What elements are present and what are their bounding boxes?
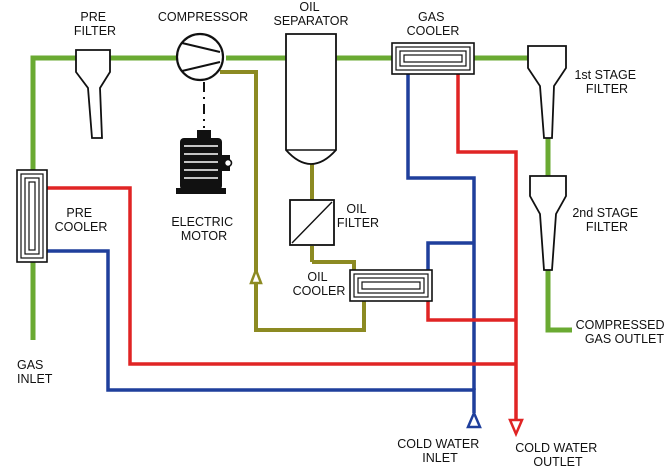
cold-water-outlet-arrow: [508, 418, 524, 438]
compressor-label: COMPRESSOR: [158, 10, 248, 24]
compressed-gas-outlet-label: COMPRESSED GAS OUTLET: [576, 318, 668, 346]
second-stage-filter-label: 2nd STAGE FILTER: [572, 206, 641, 234]
oil-cooler-label: OIL COOLER: [293, 270, 346, 298]
oil-flow-arrow: [249, 266, 263, 285]
electric-motor-icon: [176, 130, 233, 194]
cold-water-line: [44, 74, 476, 413]
pre-cooler-label: PRE COOLER: [55, 206, 108, 234]
hot-water-line: [44, 74, 518, 420]
oil-filter-label: OIL FILTER: [337, 202, 379, 230]
gas-cooler: [391, 42, 475, 75]
compressor: [175, 32, 225, 82]
gas-cooler-label: GAS COOLER: [407, 10, 460, 38]
first-stage-filter: [527, 45, 567, 139]
oil-cooler: [349, 269, 433, 302]
first-stage-filter-label: 1st STAGE FILTER: [574, 68, 639, 96]
pre-filter: [75, 49, 111, 139]
oil-separator: [285, 33, 337, 165]
second-stage-filter: [529, 175, 567, 271]
pre-cooler: [16, 169, 48, 263]
cold-water-inlet-label: COLD WATER INLET: [397, 437, 482, 465]
oil-line: [220, 70, 366, 332]
pre-filter-label: PRE FILTER: [74, 10, 116, 38]
cold-water-outlet-label: COLD WATER OUTLET: [515, 441, 600, 469]
oil-separator-label: OIL SEPARATOR: [273, 0, 348, 28]
cold-water-inlet-arrow: [466, 409, 482, 429]
oil-filter: [289, 199, 335, 246]
electric-motor-label: ELECTRIC MOTOR: [171, 215, 236, 243]
gas-inlet-label: GAS INLET: [17, 358, 53, 386]
